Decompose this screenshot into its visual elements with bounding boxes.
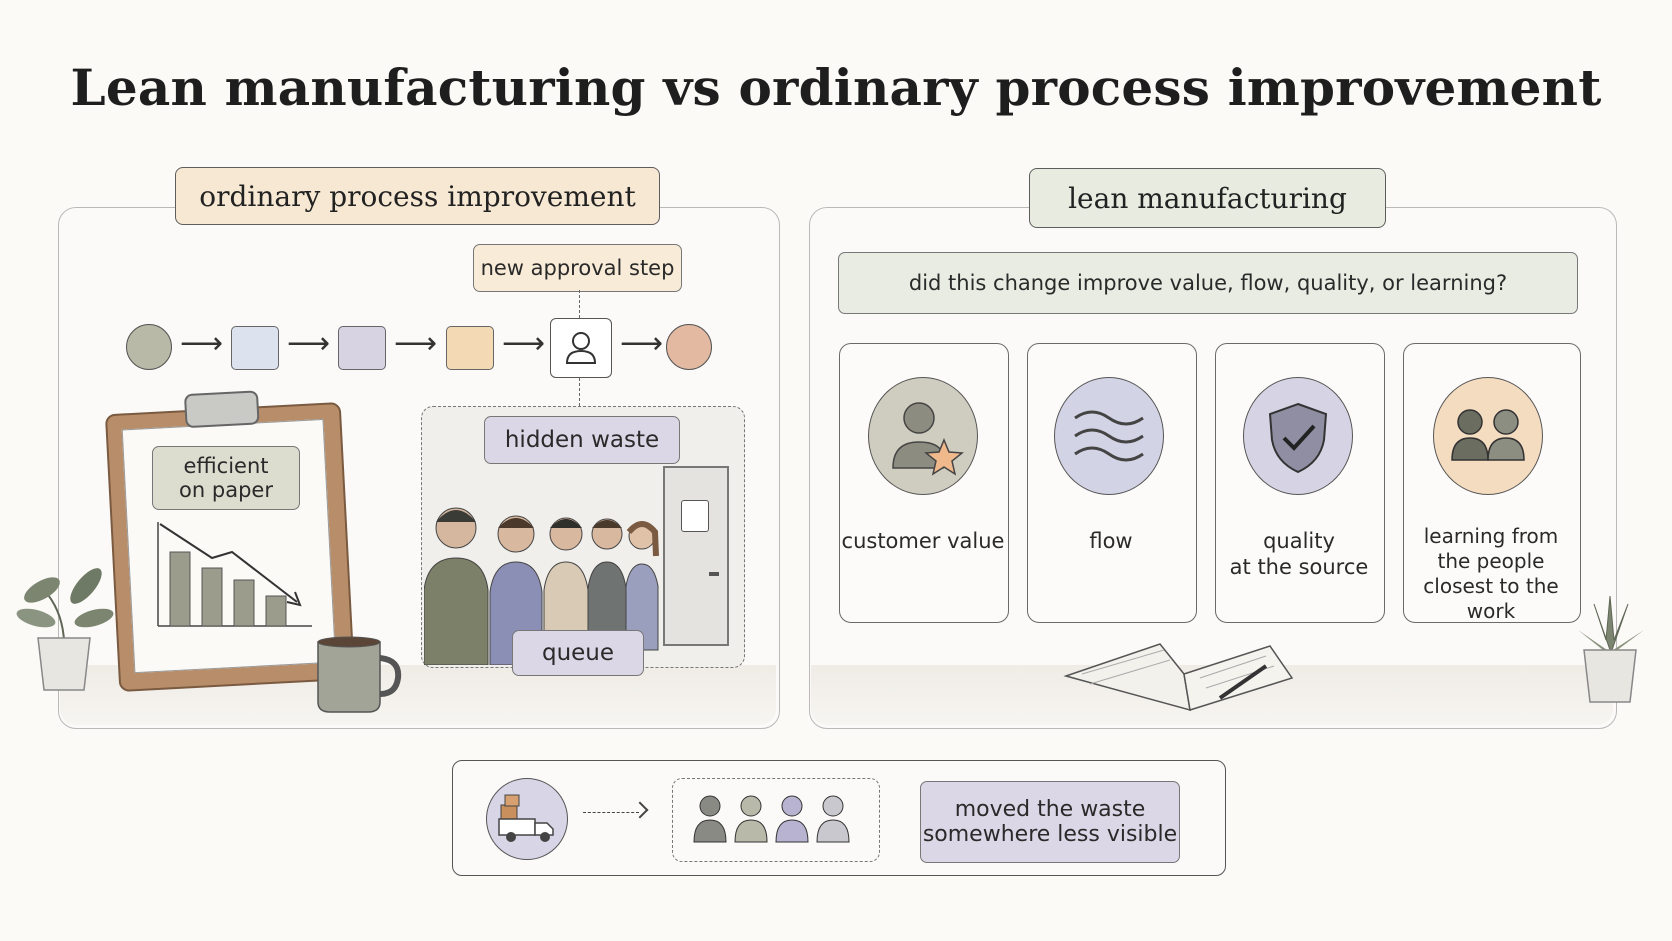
hidden-people-box (672, 778, 880, 862)
shield-check-icon (1268, 402, 1328, 474)
delivery-truck-icon (498, 794, 554, 842)
hidden-waste-label: hidden waste (484, 416, 680, 464)
card-quality-text: quality at the source (1215, 528, 1383, 581)
hidden-people-icons (693, 795, 850, 843)
person-icon-2 (734, 795, 768, 843)
connector-line-top (579, 290, 580, 318)
coffee-mug-icon (317, 636, 402, 713)
queue-people-illustration (424, 507, 659, 665)
flow-step-1 (231, 326, 279, 370)
flow-arrow-2: ⟶ (287, 326, 331, 361)
card-learning-badge (1433, 377, 1543, 495)
people-icon (1451, 409, 1525, 461)
declining-bar-chart-icon (157, 522, 312, 627)
connector-line-bottom (579, 378, 580, 406)
card-customer-value-line1: customer value (841, 529, 1005, 553)
card-learning-line3: closest to the work (1423, 574, 1559, 623)
moved-waste-line1: moved the waste (954, 796, 1146, 822)
lean-question: did this change improve value, flow, qua… (838, 252, 1578, 314)
card-learning-line2: the people (1437, 549, 1545, 573)
person-star-icon (892, 402, 964, 476)
ordinary-tag: ordinary process improvement (175, 167, 660, 225)
plant-icon-right (1578, 595, 1644, 703)
flow-step-2 (338, 326, 386, 370)
card-flow-line1: flow (1089, 529, 1133, 553)
card-customer-value-badge (868, 377, 978, 495)
card-learning-line1: learning from (1423, 524, 1559, 548)
flow-start-circle (126, 324, 172, 370)
notebook-icon (1063, 643, 1294, 712)
moved-waste-label: moved the waste somewhere less visible (920, 781, 1180, 863)
plant-icon-left (16, 568, 114, 691)
flow-arrow-1: ⟶ (180, 326, 224, 361)
door (663, 466, 729, 646)
lean-tag: lean manufacturing (1029, 168, 1386, 228)
person-icon-1 (693, 795, 727, 843)
page-title: Lean manufacturing vs ordinary process i… (70, 58, 1602, 117)
dashed-arrow (583, 812, 639, 813)
person-icon (565, 332, 597, 364)
waves-icon (1074, 410, 1144, 462)
flow-arrow-5: ⟶ (620, 326, 664, 361)
approval-person-box (550, 318, 612, 378)
new-approval-step-label: new approval step (473, 244, 682, 292)
card-quality-line2: at the source (1229, 555, 1369, 580)
moved-waste-line2: somewhere less visible (922, 822, 1178, 847)
card-customer-value-text: customer value (839, 528, 1007, 554)
card-flow-badge (1054, 377, 1164, 495)
person-icon-4 (816, 795, 850, 843)
queue-label: queue (512, 630, 644, 676)
card-quality-badge (1243, 377, 1353, 495)
delivery-truck-badge (486, 778, 568, 860)
efficient-line1: efficient (183, 453, 269, 478)
person-icon-3 (775, 795, 809, 843)
efficient-label: efficient on paper (152, 446, 300, 510)
efficient-line2: on paper (179, 478, 273, 502)
card-flow-text: flow (1027, 528, 1195, 554)
flow-arrow-3: ⟶ (394, 326, 438, 361)
flow-step-3 (446, 326, 494, 370)
flow-end-circle (666, 324, 712, 370)
card-learning-text: learning from the people closest to the … (1403, 524, 1579, 624)
card-quality-line1: quality (1263, 529, 1335, 553)
clipboard-clip (183, 390, 260, 429)
flow-arrow-4: ⟶ (502, 326, 546, 361)
